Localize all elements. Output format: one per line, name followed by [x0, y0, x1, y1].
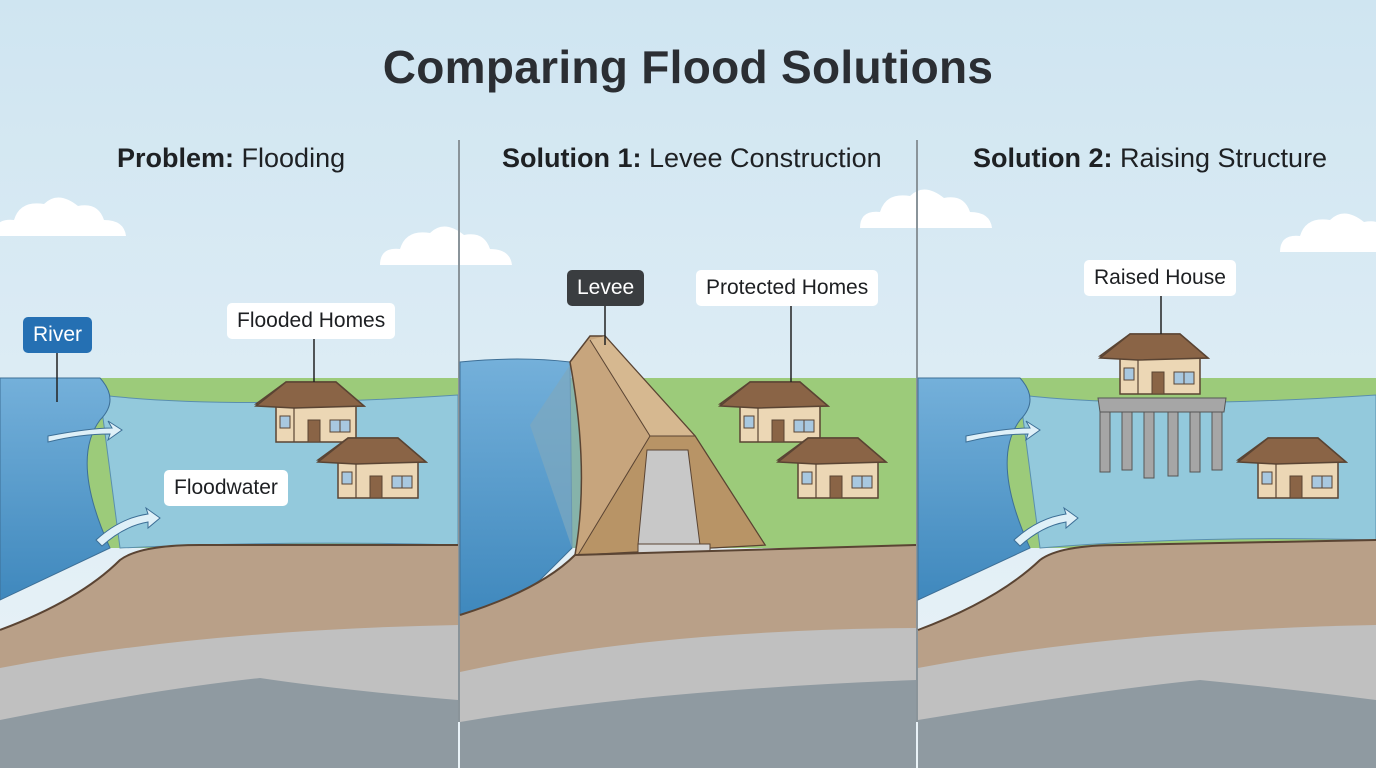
page-title: Comparing Flood Solutions — [382, 41, 994, 93]
panel-heading-problem: Problem: Flooding — [117, 143, 345, 174]
river-label: River — [23, 317, 93, 353]
heading-bold: Problem: — [117, 143, 235, 173]
panel-heading-raising: Solution 2: Raising Structure — [973, 143, 1327, 174]
floodwater-label: Floodwater — [164, 470, 288, 506]
panel-problem — [0, 338, 459, 768]
flooded-homes-label: Flooded Homes — [227, 303, 396, 339]
protected-homes-label: Protected Homes — [696, 270, 879, 306]
heading-rest: Flooding — [234, 143, 346, 173]
heading-bold: Solution 1: — [502, 143, 642, 173]
heading-rest: Raising Structure — [1112, 143, 1328, 173]
levee-label: Levee — [567, 270, 645, 306]
heading-bold: Solution 2: — [973, 143, 1113, 173]
panel-heading-levee: Solution 1: Levee Construction — [502, 143, 882, 174]
heading-rest: Levee Construction — [641, 143, 882, 173]
panel-levee — [459, 305, 917, 768]
raised-house-label: Raised House — [1084, 260, 1236, 296]
panel-raising — [917, 296, 1376, 768]
